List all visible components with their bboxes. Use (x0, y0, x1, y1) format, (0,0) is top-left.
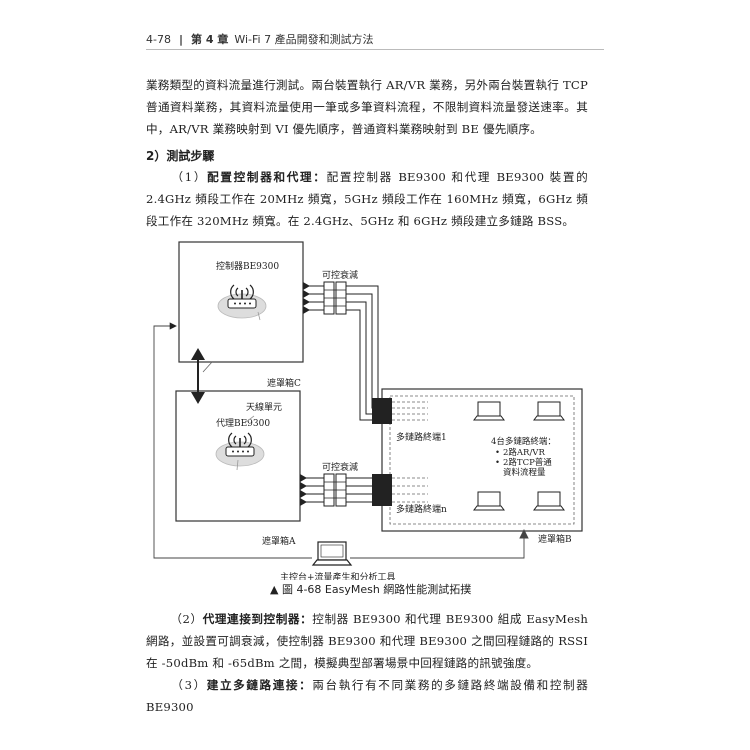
shield-b-label: 遮罩箱B (538, 533, 572, 545)
step-3-text: 兩台執行有不同業務的多鏈路終端設備和控制器 BE9300 (146, 678, 588, 714)
attenuator-label-top: 可控衰減 (322, 269, 358, 281)
shield-box-b-inner (389, 395, 575, 525)
step-2-number: （2） (170, 612, 203, 626)
section-heading: 2）測試步驟 (146, 149, 215, 163)
step-3-number: （3） (170, 678, 207, 692)
page-number: 4-78 (146, 33, 171, 46)
terminal-n-label: 多鏈路終端n (396, 503, 447, 515)
terminals-note-3: 資料流程量 (503, 467, 546, 478)
cables-bottom (346, 477, 374, 503)
paragraph-intro: 業務類型的資料流量進行測試。兩台裝置執行 AR/VR 業務，另外兩台裝置執行 T… (146, 78, 588, 136)
connector-terminal-n (372, 474, 428, 506)
step-1-label: 配置控制器和代理： (207, 170, 327, 184)
connector-terminal-1 (372, 398, 428, 424)
laptop-icon-1 (473, 401, 505, 421)
step-3: （3）建立多鏈路連接：兩台執行有不同業務的多鏈路終端設備和控制器 BE9300 (146, 674, 588, 718)
step-1-number: （1） (170, 170, 208, 184)
terminals-note-bullet-1: • (495, 448, 500, 458)
topology-diagram: 控制器BE9300 可控衰減 遮罩箱C 天線單元 代理BE9300 可控衰減 遮… (153, 241, 583, 580)
console-laptop-icon (311, 541, 353, 566)
terminal-1-label: 多鏈路終端1 (396, 431, 447, 443)
step-2: （2）代理連接到控制器：控制器 BE9300 和代理 BE9300 組成 Eas… (146, 608, 588, 674)
attenuator-top (303, 281, 347, 315)
header-rule (146, 49, 604, 50)
step-1-text: 配置控制器 BE9300 和代理 BE9300 裝置的 2.4GHz 頻段工作在… (146, 170, 588, 228)
router-icon-controller (217, 284, 267, 321)
running-header: 4-78 | 第 4 章 Wi-Fi 7 產品開發和測試方法 (146, 30, 606, 50)
step-3-label: 建立多鏈路連接： (206, 678, 313, 692)
attenuator-label-bottom: 可控衰減 (322, 461, 358, 473)
console-label: 主控台+流量產生和分析工具 (280, 571, 396, 580)
backhaul-arrow (191, 348, 213, 404)
laptop-icon-3 (473, 491, 505, 511)
laptop-icon-4 (533, 491, 565, 511)
book-title: Wi-Fi 7 產品開發和測試方法 (234, 33, 374, 46)
step-1: （1）配置控制器和代理：配置控制器 BE9300 和代理 BE9300 裝置的 … (146, 166, 588, 232)
router-icon-agent (215, 415, 265, 471)
terminals-note-bullet-2: • (495, 458, 500, 468)
attenuator-bottom (300, 473, 347, 507)
step-2-label: 代理連接到控制器： (202, 612, 313, 626)
step-2-text: 控制器 BE9300 和代理 BE9300 組成 EasyMesh 網路，並設置… (146, 612, 588, 670)
agent-label: 代理BE9300 (216, 418, 270, 429)
chapter-label: 第 4 章 (191, 33, 229, 46)
controller-label: 控制器BE9300 (216, 260, 279, 272)
console-lines (153, 322, 529, 559)
shield-a-label: 遮罩箱A (262, 535, 296, 547)
shield-c-label: 遮罩箱C (267, 377, 301, 389)
header-separator: | (178, 33, 183, 46)
terminals-note-title: 4台多鏈路終端： (491, 436, 556, 447)
terminals-note-2: 2路TCP普通 (503, 457, 552, 468)
antenna-unit-label: 天線單元 (246, 401, 282, 413)
terminals-note-1: 2路AR/VR (503, 447, 545, 458)
figure-caption: ▲ 圖 4-68 EasyMesh 網路性能測試拓撲 (270, 583, 472, 596)
laptop-icon-2 (533, 401, 565, 421)
